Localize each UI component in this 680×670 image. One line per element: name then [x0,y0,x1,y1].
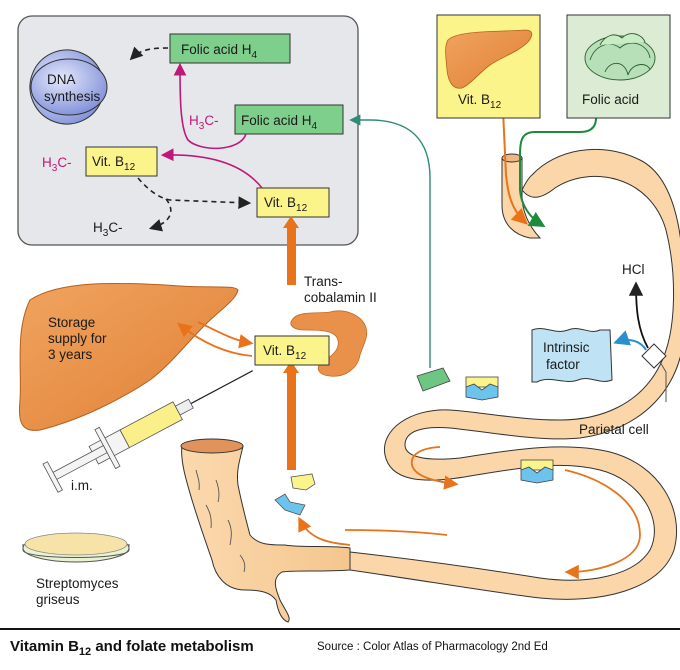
caption-title: Vitamin B12 and folate metabolism [10,638,254,658]
dna-synthesis-node: DNA synthesis [29,49,108,125]
syringe-icon [42,370,253,493]
methyl-folic-acid-text: Folic acid H [241,113,312,128]
b12-if-complex-icon [465,376,499,401]
dietary-b12-arrow [502,109,528,225]
ileum-absorption-arrow [298,516,351,546]
transcobalamin-protein-icon [290,310,368,377]
vit-b12-blood-box: Vit. B12 [254,335,330,366]
svg-text:Folic acid H4: Folic acid H4 [181,42,258,61]
methyl-vit-b12-box: H3C- Vit. B12 [42,146,158,177]
lettuce-icon [584,33,656,81]
vit-b12-source-box: Vit. B12 [436,14,541,119]
methyl-folic-acid-sub: 4 [312,121,318,132]
folic-acid-source-text: Folic acid [582,92,639,107]
intrinsic-factor-label-1: Intrinsic [543,340,590,355]
transport-arrow-shaft-top [287,225,296,285]
streptomyces-label-1: Streptomyces [36,576,119,591]
storage-label-1: Storage [48,315,95,330]
transport-arrow-shaft-bottom [287,370,296,470]
hcl-label: HCl [622,262,645,277]
methyl-group-label: H3C- [93,220,123,239]
caption-bar: Vitamin B12 and folate metabolism Source… [0,628,680,670]
svg-text:Vit. B12: Vit. B12 [458,92,502,111]
petri-dish-icon [22,532,130,563]
vit-b12-blood-text: Vit. B [263,343,295,358]
vit-b12-cell-text: Vit. B [264,195,296,210]
caption-title-sub: 12 [78,646,92,658]
vit-b12-cell-box: Vit. B12 [256,187,330,218]
caption-source: Source : Color Atlas of Pharmacology 2nd… [317,641,548,653]
methyl-b12-prefix: H [42,155,52,170]
parietal-cell-label: Parietal cell [579,422,649,437]
vit-b12-cell-sub: 12 [296,203,308,214]
regeneration-arrow [137,177,252,210]
intrinsic-factor-secretion-arrow [613,330,647,351]
from-storage-arrow [177,322,253,357]
b12-if-complex-icon-2 [520,459,554,484]
svg-text:Vit. B12: Vit. B12 [92,154,136,173]
transport-arrowhead-bottom [283,361,299,373]
caption-title-text: Vitamin B [10,638,79,655]
folate-fragment-icon [416,367,451,392]
methyl-b12-prefix-sub: 3 [52,163,58,174]
storage-label-3: 3 years [48,347,93,362]
methyl-group-end: C- [108,220,122,235]
dietary-folate-arrow [519,117,597,228]
transcobalamin-label-2: cobalamin II [304,290,377,305]
methyl-release-arrow [148,198,172,232]
colon-icon [180,438,351,623]
methylation-arrow [160,148,263,189]
demethylation-arrow [173,62,247,150]
liver-icon [445,29,533,89]
transport-arrowhead-top [283,216,299,228]
streptomyces-label-2: griseus [36,592,80,607]
methyl-group-text: H [93,220,103,235]
vit-b12-source-text: Vit. B [458,92,490,107]
dna-label-2: synthesis [44,89,101,104]
liver-storage: Storage supply for 3 years [18,282,239,431]
methyl-prefix-sub: 3 [199,121,205,132]
intrinsic-factor-box: Intrinsic factor [531,328,613,383]
intestine-flow-arrow-1 [410,446,459,490]
methyl-prefix: H [189,113,199,128]
methyl-prefix-end: C- [204,113,218,128]
svg-text:H3C-: H3C- [42,155,72,174]
svg-text:Folic acid H4: Folic acid H4 [241,113,318,132]
folic-acid-h4-sub: 4 [252,50,258,61]
folate-to-dna-arrow [129,46,169,61]
storage-label-2: supply for [48,331,107,346]
folic-acid-h4-text: Folic acid H [181,42,252,57]
to-storage-arrow [197,321,254,349]
im-label: i.m. [71,478,93,493]
dna-label-1: DNA [47,72,76,87]
intrinsic-factor-label-2: factor [546,357,580,372]
folate-uptake-arrow [349,114,431,368]
methyl-b12-sub: 12 [124,162,136,173]
methyl-b12-text: Vit. B [92,154,124,169]
intestine-flow-arrow-2 [564,469,641,580]
methyl-folic-acid-h4-box: H3C- Folic acid H4 [189,104,344,135]
parietal-cell-icon [641,343,667,402]
methyl-group-sub: 3 [103,228,109,239]
caption-title-end: and folate metabolism [91,638,254,655]
transcobalamin-label-1: Trans- [304,274,343,289]
hcl-secretion-arrow [628,281,649,349]
vit-b12-source-sub: 12 [490,100,502,111]
methyl-b12-prefix-end: C- [57,155,71,170]
svg-text:Vit. B12: Vit. B12 [263,343,307,362]
intestine-flow-arrow-3 [344,529,448,536]
diagram-svg: DNA synthesis Folic acid H4 H3C- Folic a… [17,14,680,623]
folic-acid-source-box: Folic acid [566,14,671,119]
b12-fragment-icon [290,473,316,491]
intrinsic-factor-fragment-icon [274,493,306,516]
folic-acid-h4-box: Folic acid H4 [169,33,291,64]
svg-text:H3C-: H3C- [189,113,219,132]
vit-b12-blood-sub: 12 [295,351,307,362]
svg-text:Vit. B12: Vit. B12 [264,195,308,214]
